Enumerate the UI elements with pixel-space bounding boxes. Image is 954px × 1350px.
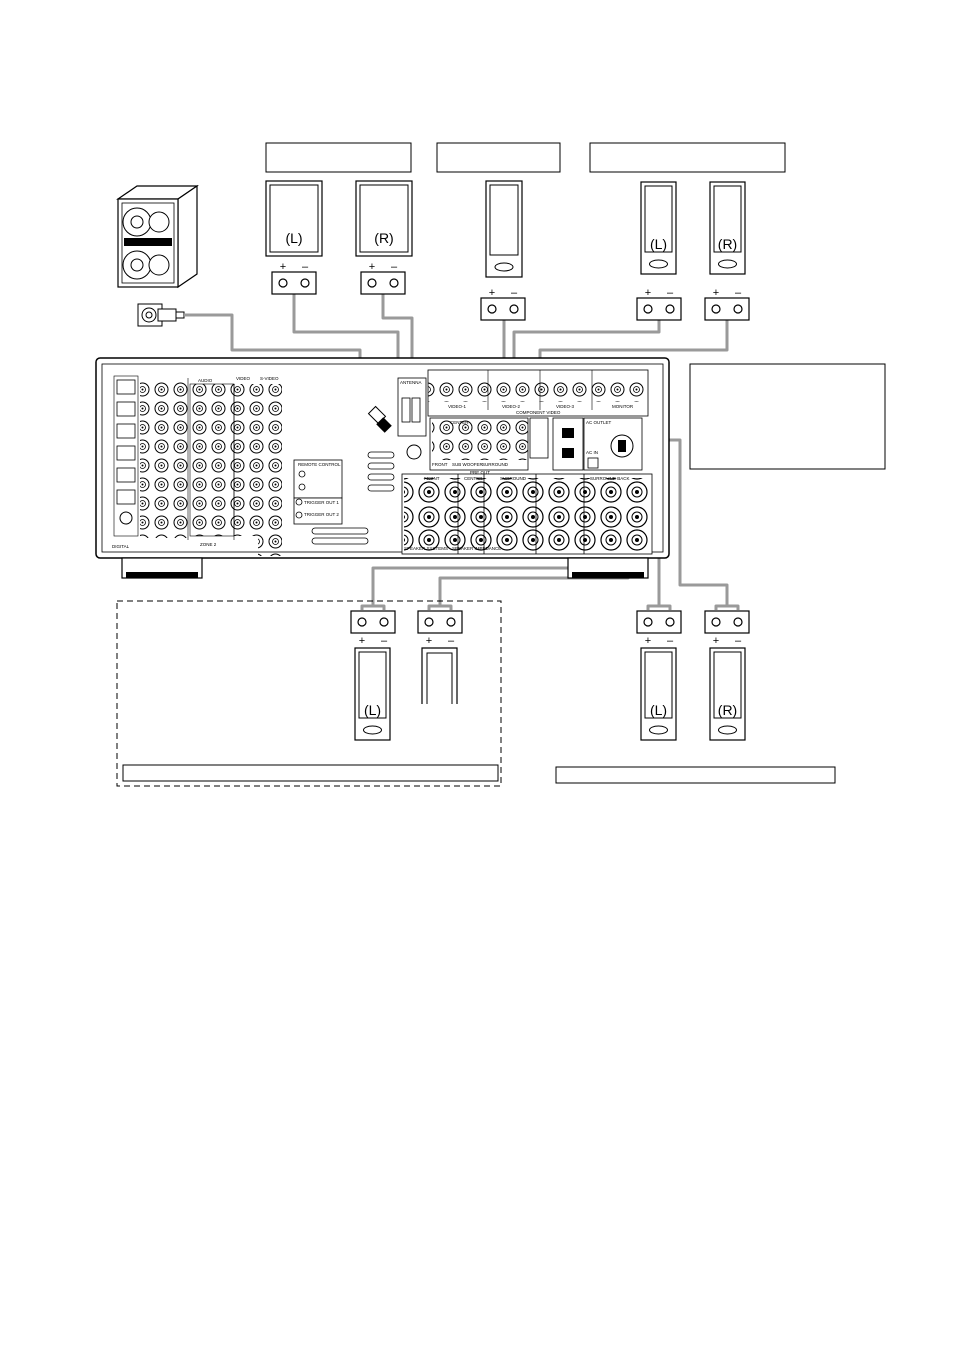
subwoofer [116, 184, 199, 289]
surround-back-label-box [555, 766, 836, 784]
plus-mark: + [426, 635, 432, 647]
speakers-group: (L) (R) (L) (R) (L) (L) (R) [265, 180, 746, 741]
side-note-box [689, 363, 886, 470]
speaker-label-front-left: (L) [285, 230, 302, 246]
subwoofer-rca-plug [367, 405, 392, 433]
speaker-surround-right: (R) [709, 181, 746, 275]
terminal-surround-back-left: +– [636, 610, 682, 647]
minus-mark: – [381, 635, 388, 647]
ac-section: AC OUTLET AC IN [529, 417, 643, 471]
terminal-zone2-right: +– [417, 610, 463, 647]
antenna-label: ANTENNA [400, 380, 422, 385]
speaker-label-zone2-left: (L) [364, 702, 381, 718]
plus-mark: + [369, 261, 375, 273]
video2-label: VIDEO-2 [502, 404, 521, 409]
remote-control-label: REMOTE CONTROL [298, 462, 341, 467]
speaker-terminal-block: FRONT CENTER SURROUND SURROUND BACK SPEA… [401, 473, 653, 555]
pre-out-section: CENTER FRONT SUB WOOFER SURROUND PRE OUT [429, 417, 529, 475]
terminals-group: +–+–+–+–+–+–+–+–+– [271, 261, 750, 647]
speaker-surround-back-right: (R) [709, 647, 746, 741]
speaker-zone2-left: (L) [354, 647, 391, 741]
front-spk-label: FRONT [424, 476, 440, 481]
speaker-front-left: (L) [265, 180, 323, 257]
plus-mark: + [713, 287, 719, 299]
speaker-label-front-right: (R) [374, 230, 393, 246]
minus-mark: – [511, 287, 518, 299]
monitor-label: MONITOR [612, 404, 634, 409]
minus-mark: – [735, 635, 742, 647]
zone2-label-box [122, 764, 499, 782]
center-spk-label: CENTER [464, 476, 483, 481]
video-jacks [234, 384, 258, 536]
front-speakers-label-box [265, 142, 412, 173]
front-pre-label: FRONT [432, 462, 448, 467]
terminal-zone2-left: +– [350, 610, 396, 647]
center-pre-label: CENTER [450, 420, 469, 425]
minus-mark: – [391, 261, 398, 273]
component-video-label: COMPONENT VIDEO [516, 410, 561, 415]
video3-label: VIDEO-3 [556, 404, 575, 409]
audio-input-jacks [140, 378, 188, 538]
plus-mark: + [645, 287, 651, 299]
speaker-surround-left: (L) [640, 181, 677, 275]
speaker-label-surround-back-left: (L) [650, 702, 667, 718]
terminal-surround-back-right: +– [704, 610, 750, 647]
terminal-front-left: +– [271, 261, 317, 295]
plus-mark: + [489, 287, 495, 299]
video-label: VIDEO [236, 376, 251, 381]
surround-spk-label: SURROUND [500, 476, 527, 481]
terminal-surround-left: +– [636, 287, 682, 321]
plus-mark: + [280, 261, 286, 273]
speaker-label-surround-left: (L) [650, 236, 667, 252]
vent-slots [311, 451, 395, 545]
digital-label: DIGITAL [112, 544, 130, 549]
minus-mark: – [302, 261, 309, 273]
antenna-block: ANTENNA [397, 377, 427, 460]
trigger-out-1-label: TRIGGER OUT 1 [304, 500, 339, 505]
center-speaker-label-box [436, 142, 561, 173]
audio-label: AUDIO [198, 378, 213, 383]
ac-outlet-label: AC OUTLET [586, 420, 612, 425]
receiver-rear-panel: DIGITAL AUDIO VIDEO S-VIDEO ZONE 2 REMOT… [95, 357, 670, 579]
component-video-section: VIDEO-1 VIDEO-2 VIDEO-3 MONITOR COMPONEN… [427, 369, 649, 417]
minus-mark: – [735, 287, 742, 299]
digital-input-column: DIGITAL [112, 375, 139, 549]
surround-back-spk-label: SURROUND BACK [590, 476, 630, 481]
surround-speakers-label-box [589, 142, 786, 173]
s-video-jacks [258, 384, 282, 556]
sub-woofer-label: SUB WOOFER [452, 462, 484, 467]
audio-output-jacks [189, 383, 235, 537]
s-video-label: S-VIDEO [260, 376, 279, 381]
minus-mark: – [667, 635, 674, 647]
plus-mark: + [645, 635, 651, 647]
terminal-front-right: +– [360, 261, 406, 295]
speaker-label-surround-right: (R) [718, 236, 737, 252]
speaker-systems-label: SPEAKER SYSTEMS [404, 546, 448, 551]
zone2-label: ZONE 2 [200, 542, 217, 547]
speaker-zone2-right [421, 647, 458, 704]
plus-mark: + [713, 635, 719, 647]
video1-label: VIDEO-1 [448, 404, 467, 409]
ac-in-label: AC IN [586, 450, 598, 455]
subwoofer-input-jack [137, 303, 185, 327]
surround-pre-label: SURROUND [482, 462, 509, 467]
zone2-region [116, 600, 502, 787]
speaker-impedance-label: SPEAKER IMPEDANCE [452, 546, 501, 551]
speaker-label-surround-back-right: (R) [718, 702, 737, 718]
speaker-surround-back-left: (L) [640, 647, 677, 741]
terminal-surround-right: +– [704, 287, 750, 321]
minus-mark: – [448, 635, 455, 647]
terminal-center: +– [480, 287, 526, 321]
plus-mark: + [359, 635, 365, 647]
speaker-center [485, 180, 523, 278]
remote-control-block: REMOTE CONTROL TRIGGER OUT 1 TRIGGER OUT… [293, 459, 343, 525]
minus-mark: – [667, 287, 674, 299]
pre-out-label: PRE OUT [470, 470, 490, 475]
trigger-out-2-label: TRIGGER OUT 2 [304, 512, 339, 517]
speaker-front-right: (R) [355, 180, 413, 257]
